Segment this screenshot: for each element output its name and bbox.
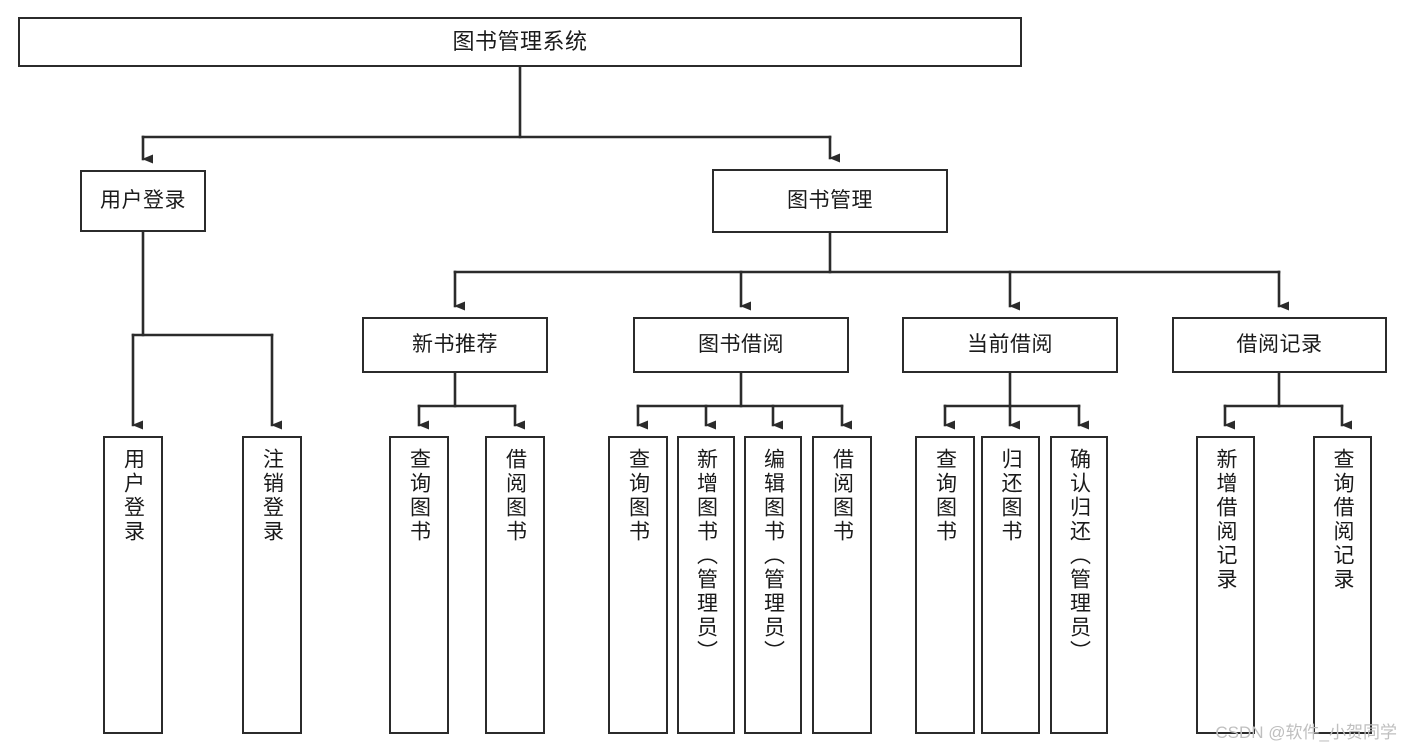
node-leaf-add-borrow-record-label: 新增借阅记录 bbox=[1214, 448, 1237, 592]
watermark: CSDN @软件_小贺同学 bbox=[1215, 723, 1397, 742]
node-leaf-query-book-rec[interactable]: 查询图书 bbox=[389, 436, 449, 734]
node-new-book-rec-label: 新书推荐 bbox=[412, 333, 498, 357]
node-leaf-user-login[interactable]: 用户登录 bbox=[103, 436, 163, 734]
node-leaf-confirm-return-admin[interactable]: 确认归还（管理员） bbox=[1050, 436, 1108, 734]
node-leaf-return-book-label: 归还图书 bbox=[999, 448, 1022, 544]
node-leaf-borrow-book-label: 借阅图书 bbox=[830, 448, 854, 544]
node-leaf-edit-book-admin-label: 编辑图书（管理员） bbox=[761, 448, 785, 664]
node-leaf-add-borrow-record[interactable]: 新增借阅记录 bbox=[1196, 436, 1255, 734]
node-leaf-query-book-borrow[interactable]: 查询图书 bbox=[608, 436, 668, 734]
node-book-borrow-label: 图书借阅 bbox=[698, 333, 784, 357]
node-leaf-user-logout-label: 注销登录 bbox=[260, 448, 284, 544]
node-leaf-query-book-cur[interactable]: 查询图书 bbox=[915, 436, 975, 734]
node-leaf-add-book-admin-label: 新增图书（管理员） bbox=[694, 448, 718, 664]
node-leaf-return-book[interactable]: 归还图书 bbox=[981, 436, 1040, 734]
node-leaf-borrow-book-rec-label: 借阅图书 bbox=[503, 448, 527, 544]
node-leaf-add-book-admin[interactable]: 新增图书（管理员） bbox=[677, 436, 735, 734]
node-leaf-edit-book-admin[interactable]: 编辑图书（管理员） bbox=[744, 436, 802, 734]
node-root[interactable]: 图书管理系统 bbox=[18, 17, 1022, 67]
node-leaf-query-book-rec-label: 查询图书 bbox=[407, 448, 431, 544]
node-borrow-record-label: 借阅记录 bbox=[1236, 333, 1323, 357]
node-current-borrow[interactable]: 当前借阅 bbox=[902, 317, 1118, 373]
node-book-borrow[interactable]: 图书借阅 bbox=[633, 317, 849, 373]
node-leaf-query-borrow-record[interactable]: 查询借阅记录 bbox=[1313, 436, 1372, 734]
node-new-book-rec[interactable]: 新书推荐 bbox=[362, 317, 548, 373]
node-leaf-query-book-borrow-label: 查询图书 bbox=[626, 448, 650, 544]
node-book-manage[interactable]: 图书管理 bbox=[712, 169, 948, 233]
node-book-manage-label: 图书管理 bbox=[787, 189, 873, 213]
node-leaf-borrow-book[interactable]: 借阅图书 bbox=[812, 436, 872, 734]
node-leaf-confirm-return-admin-label: 确认归还（管理员） bbox=[1067, 448, 1091, 664]
node-user-login[interactable]: 用户登录 bbox=[80, 170, 206, 232]
node-root-label: 图书管理系统 bbox=[452, 28, 588, 54]
node-leaf-query-book-cur-label: 查询图书 bbox=[933, 448, 957, 544]
node-leaf-borrow-book-rec[interactable]: 借阅图书 bbox=[485, 436, 545, 734]
node-borrow-record[interactable]: 借阅记录 bbox=[1172, 317, 1387, 373]
node-leaf-user-login-label: 用户登录 bbox=[121, 448, 145, 544]
node-user-login-label: 用户登录 bbox=[100, 189, 186, 213]
node-leaf-user-logout[interactable]: 注销登录 bbox=[242, 436, 302, 734]
node-leaf-query-borrow-record-label: 查询借阅记录 bbox=[1331, 448, 1354, 592]
node-current-borrow-label: 当前借阅 bbox=[967, 333, 1053, 357]
